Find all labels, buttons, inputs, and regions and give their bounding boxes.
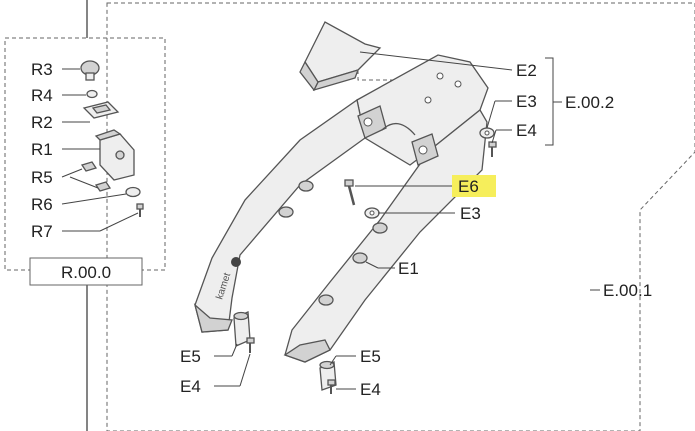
label-r-assembly: R.00.0: [61, 263, 111, 282]
label-e5-left: E5: [180, 347, 201, 366]
cover-part: [299, 21, 382, 92]
e-hardware: [246, 127, 497, 394]
r-leaders: [61, 68, 139, 232]
label-r6: R6: [31, 195, 53, 214]
e-leaders: [214, 51, 600, 390]
label-e5-right: E5: [360, 347, 381, 366]
labels: R3 R4 R2 R1 R5 R6 R7 R.00.0 E2 E3 E4 E.0…: [31, 60, 652, 399]
e-sub-bracket: [545, 57, 554, 146]
label-r5: R5: [31, 168, 53, 187]
e6-highlight: [452, 175, 496, 197]
label-r7: R7: [31, 222, 53, 241]
r-assembly-box: [29, 257, 143, 286]
label-e4-left: E4: [180, 377, 201, 396]
label-r3: R3: [31, 60, 53, 79]
label-e4-right: E4: [360, 380, 381, 399]
label-e1: E1: [398, 259, 419, 278]
main-frame: kamet: [193, 54, 489, 391]
label-e-main: E.00.1: [603, 281, 652, 300]
label-e6: E6: [458, 177, 479, 196]
label-r1: R1: [31, 140, 53, 159]
label-r4: R4: [31, 86, 53, 105]
label-e3-mid: E3: [460, 204, 481, 223]
label-r2: R2: [31, 113, 53, 132]
label-e2: E2: [516, 61, 537, 80]
label-e-sub: E.00.2: [565, 93, 614, 112]
r-parts: [80, 60, 144, 217]
cover-link: [357, 70, 435, 81]
label-e4-top: E4: [516, 121, 537, 140]
label-e3-top: E3: [516, 92, 537, 111]
